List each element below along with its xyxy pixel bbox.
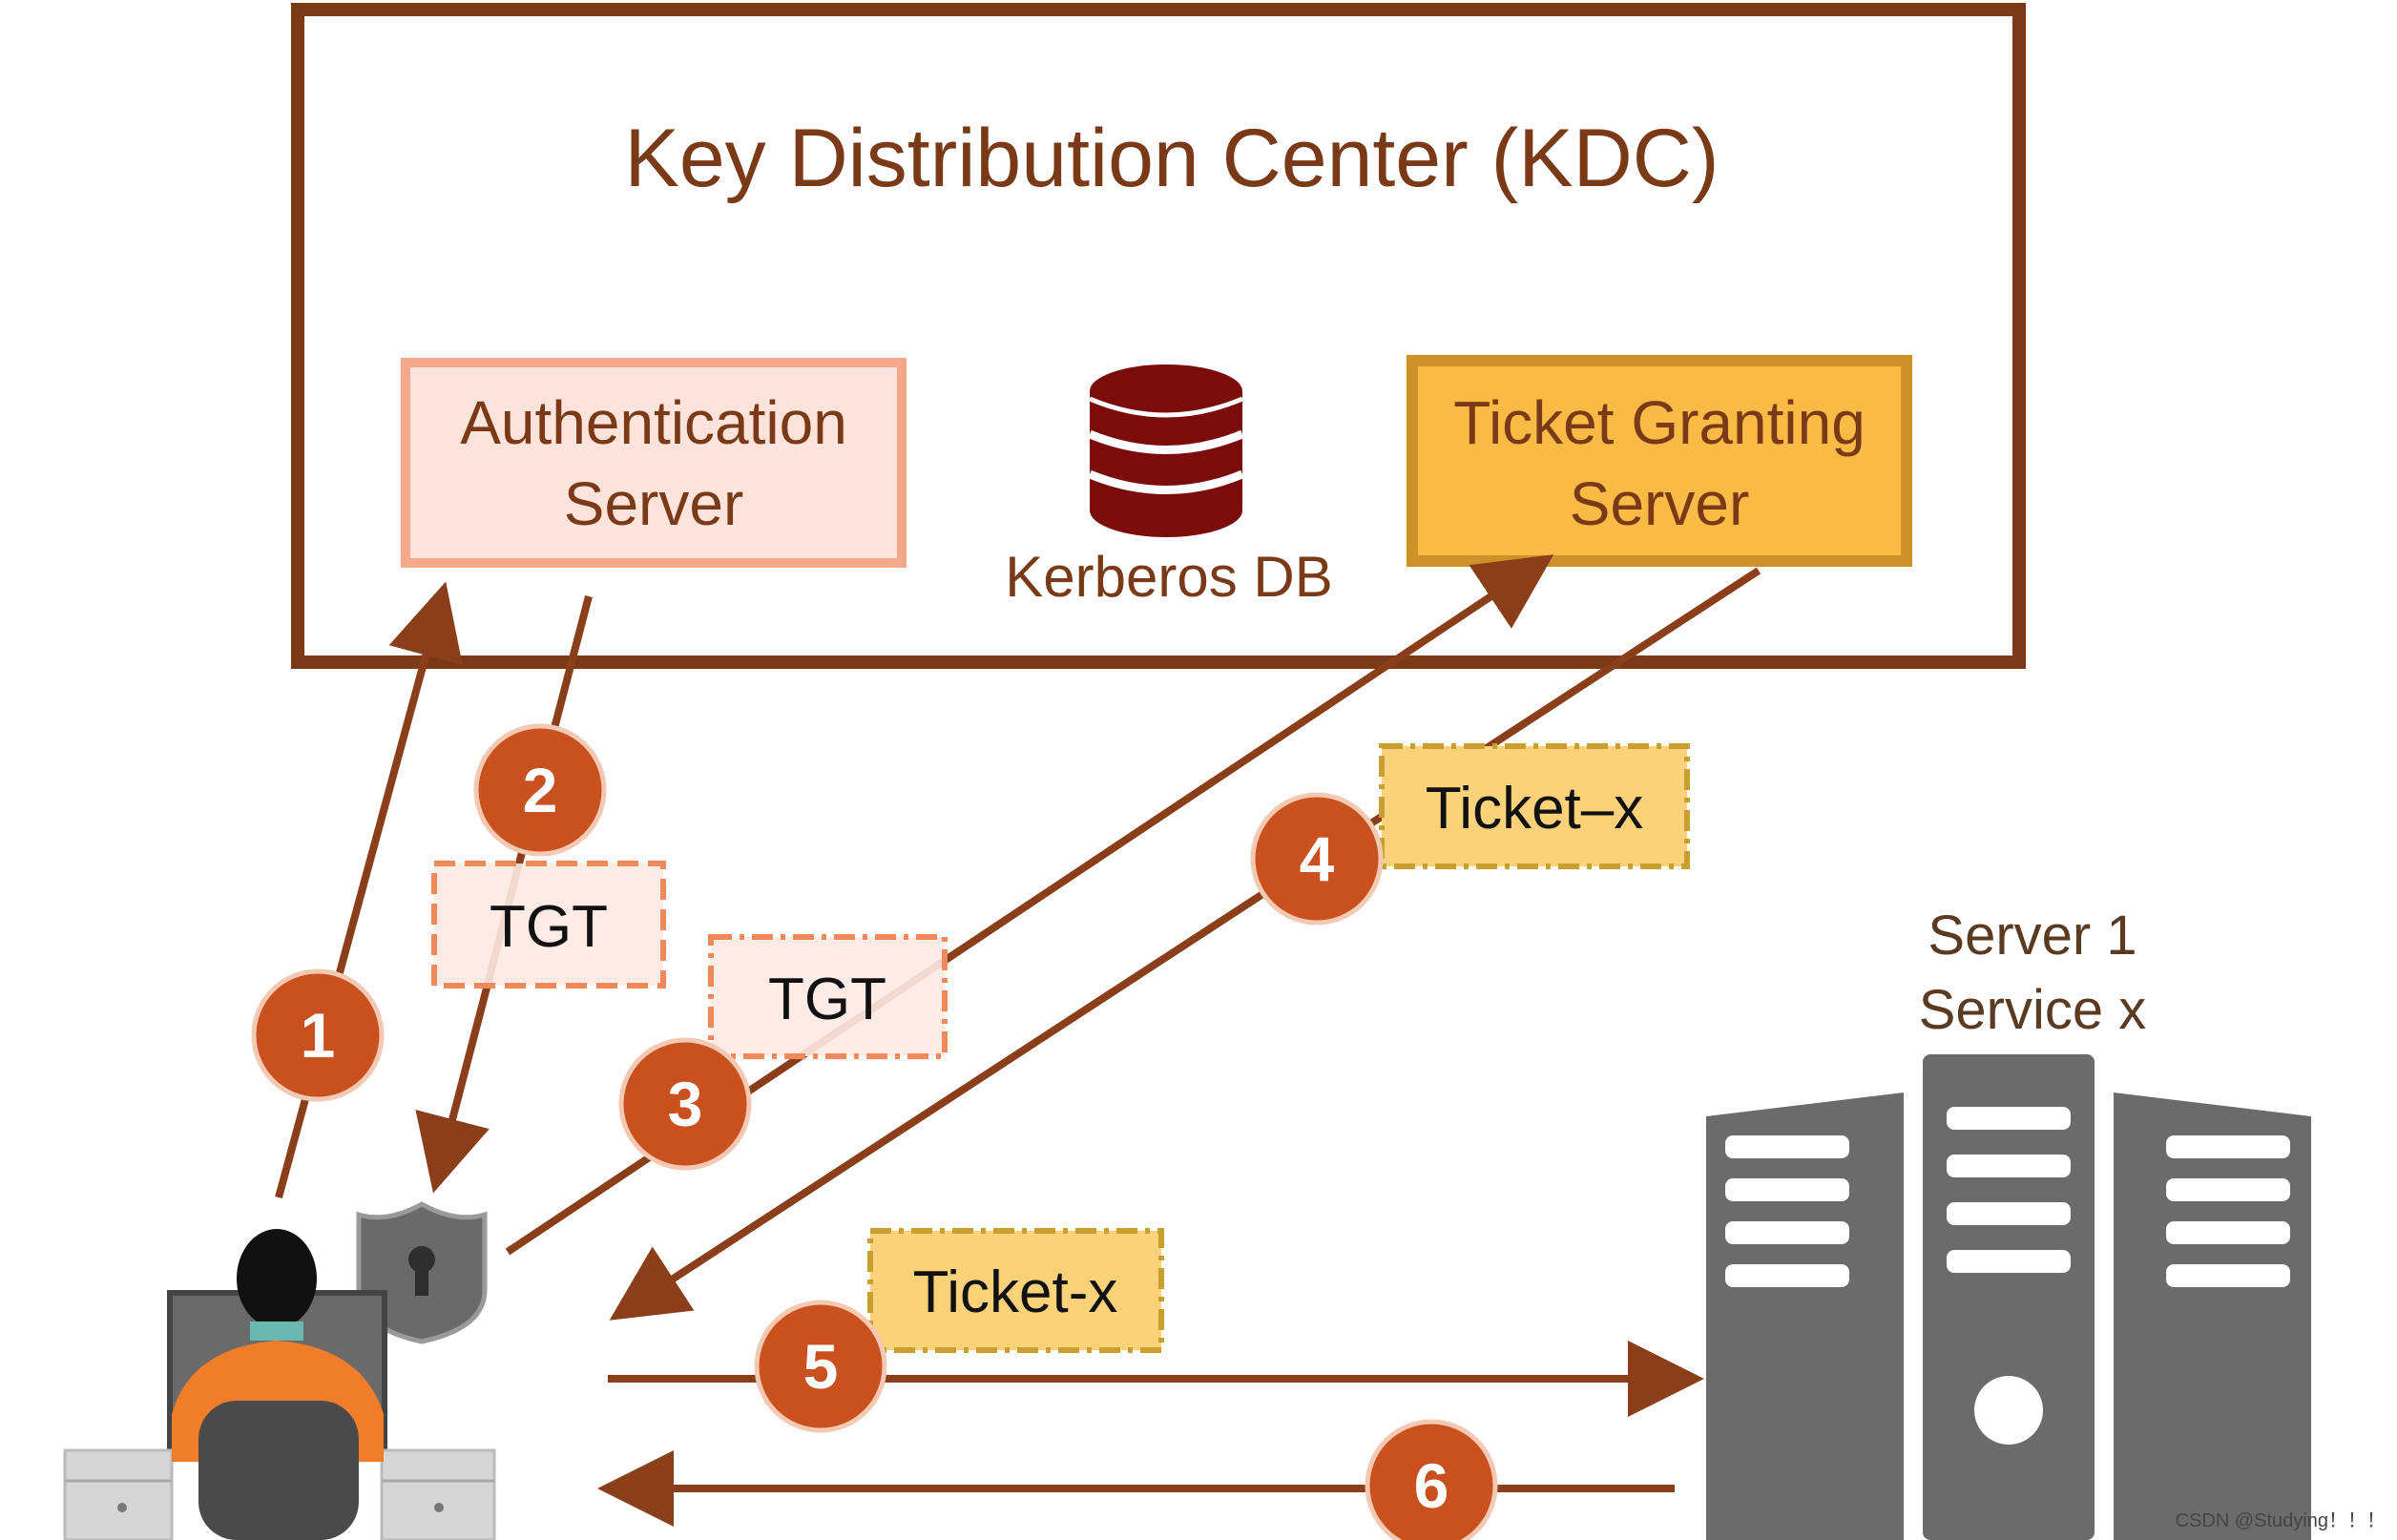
kdc-title: Key Distribution Center (KDC) (624, 113, 1719, 204)
database-icon (1088, 364, 1244, 537)
arrow-step-1 (275, 581, 463, 1199)
authentication-server-label-line2: Server (564, 469, 744, 538)
ticket-x-from-tgs-label: Ticket–x (1426, 776, 1644, 842)
kerberos-db: Kerberos DB (1005, 364, 1333, 609)
watermark: CSDN @Studying！！！ (2176, 1510, 2386, 1531)
tgt-ticket-2: TGT (708, 934, 948, 1059)
kdc-box (291, 3, 2026, 669)
ticket-granting-server-label-line2: Server (1570, 469, 1750, 538)
step-1-number: 1 (301, 1000, 336, 1071)
tgt-ticket-1-label: TGT (490, 894, 608, 960)
user-at-computer-icon (63, 1229, 496, 1540)
shield-lock-icon (356, 1201, 488, 1344)
authentication-server: Authentication Server (401, 358, 907, 568)
ticket-granting-server: Ticket Granting Server (1407, 355, 1912, 567)
step-2-number: 2 (523, 755, 558, 825)
kerberos-db-label: Kerberos DB (1005, 545, 1332, 609)
ticket-x-to-service-label: Ticket-x (913, 1259, 1118, 1325)
step-3-badge: 3 (618, 1037, 752, 1171)
step-4-badge: 4 (1250, 792, 1384, 926)
tgt-ticket-2-label: TGT (768, 967, 886, 1032)
step-6-badge: 6 (1365, 1419, 1498, 1540)
tgt-ticket-1: TGT (431, 861, 666, 989)
ticket-granting-server-label-line1: Ticket Granting (1453, 388, 1865, 457)
server-rack-icon (1706, 1054, 2311, 1540)
step-1-badge: 1 (251, 968, 385, 1102)
authentication-server-label-line1: Authentication (460, 388, 847, 457)
server-label-line2: Service x (1919, 979, 2147, 1041)
step-3-number: 3 (668, 1069, 703, 1139)
step-6-number: 6 (1414, 1450, 1449, 1521)
server-label-line1: Server 1 (1928, 905, 2136, 967)
ticket-x-from-tgs: Ticket–x (1379, 743, 1690, 869)
ticket-x-to-service: Ticket-x (867, 1228, 1164, 1353)
step-2-badge: 2 (473, 723, 607, 857)
step-5-number: 5 (803, 1331, 839, 1402)
step-5-badge: 5 (754, 1300, 887, 1433)
arrow-step-4 (609, 567, 1761, 1321)
step-4-number: 4 (1300, 823, 1335, 894)
